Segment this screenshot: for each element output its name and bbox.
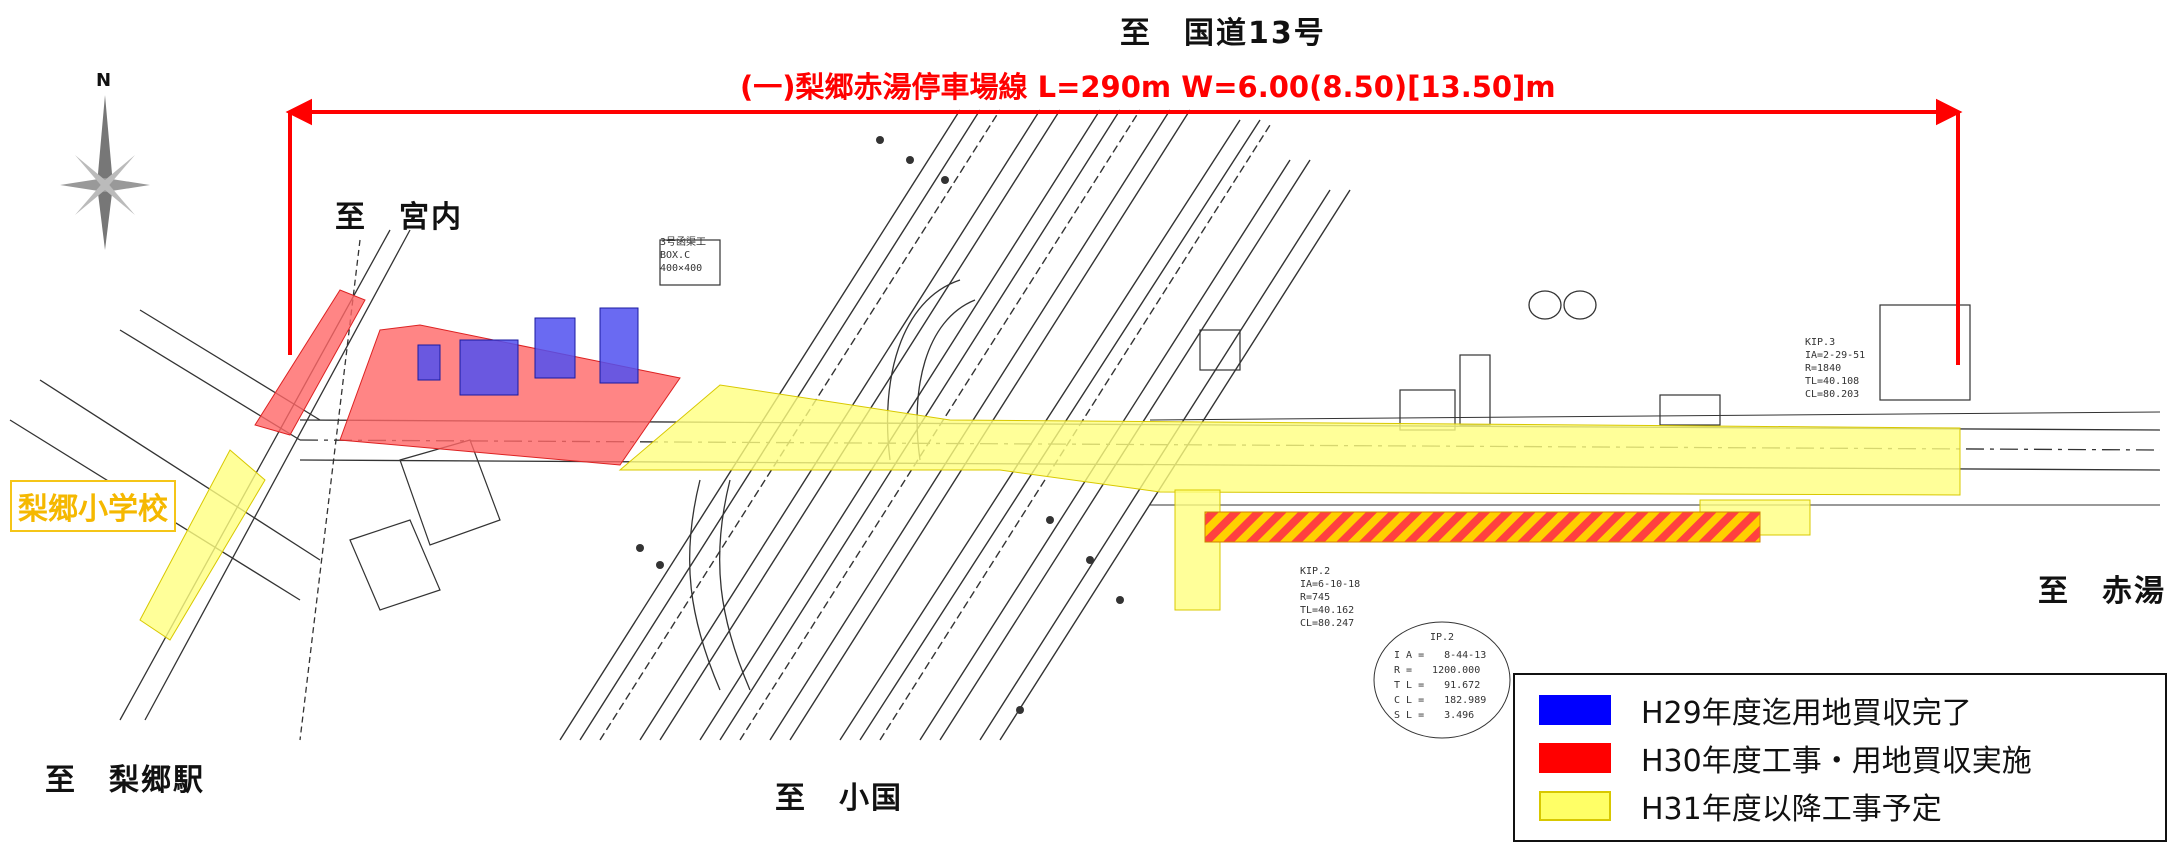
construction-hatched-strip (1204, 511, 1761, 543)
north-label: N (96, 70, 112, 91)
to-rigo-station-label: 至 梨郷駅 (45, 763, 205, 798)
route-extent-arrow (285, 98, 1963, 365)
to-akayu-label: 至 赤湯 (2038, 574, 2166, 609)
legend-label: H30年度工事・用地買収実施 (1641, 744, 2032, 779)
north-arrow-icon (60, 95, 150, 250)
north-direction-label: 至 国道13号 (1120, 16, 1326, 51)
ip-table-circle (1373, 621, 1511, 739)
legend-item-acquired: H29年度迄用地買収完了 (1539, 690, 1972, 731)
survey-markers (636, 136, 1124, 714)
ip-table-title: IP.2 (1430, 632, 1455, 643)
ip-table: IP.2 I A = 8-44-13 R = 1200.000 T L = 91… (1372, 620, 1512, 740)
to-miyauchi-label: 至 宮内 (335, 200, 463, 235)
school-label: 梨郷小学校 (10, 480, 176, 532)
route-title: (一)梨郷赤湯停車場線 L=290m W=6.00(8.50)[13.50]m (740, 70, 1556, 104)
legend-swatch-yellow (1539, 791, 1611, 821)
legend-label: H31年度以降工事予定 (1641, 792, 1942, 827)
ip-table-rows: I A = 8-44-13 R = 1200.000 T L = 91.672 … (1394, 650, 1487, 721)
legend-item-planned: H31年度以降工事予定 (1539, 786, 1942, 827)
box-culvert-note: 3号函渠工 BOX.C 400×400 (660, 237, 707, 274)
kip2-note: KIP.2 IA=6-10-18 R=745 TL=40.162 CL=80.2… (1300, 566, 1361, 629)
legend-label: H29年度迄用地買収完了 (1641, 696, 1972, 731)
legend-swatch-blue (1539, 695, 1611, 725)
legend: H29年度迄用地買収完了 H30年度工事・用地買収実施 H31年度以降工事予定 (1513, 673, 2167, 842)
to-oguni-label: 至 小国 (775, 781, 903, 816)
legend-item-construction: H30年度工事・用地買収実施 (1539, 738, 2032, 779)
kip3-note: KIP.3 IA=2-29-51 R=1840 TL=40.108 CL=80.… (1805, 337, 1866, 400)
acquired-parcels (417, 307, 639, 396)
legend-swatch-red (1539, 743, 1611, 773)
